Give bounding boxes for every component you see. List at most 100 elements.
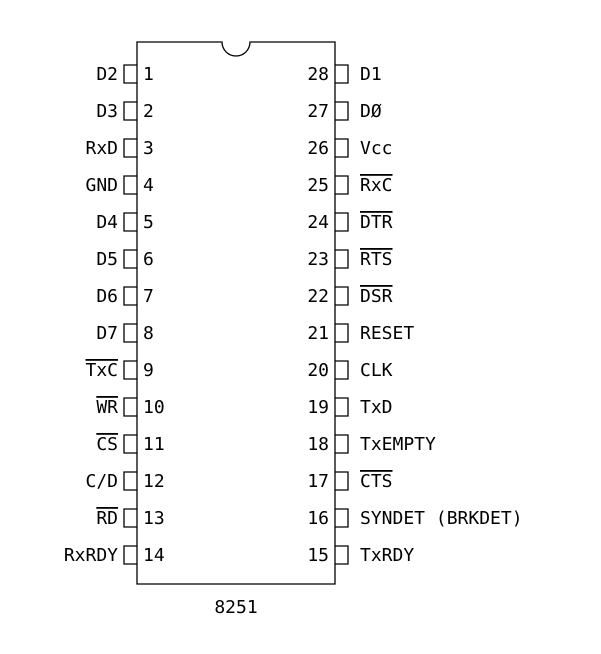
left-pin-10: 10 WR [96,397,164,418]
pin-number: 2 [143,101,154,122]
pin-number: 5 [143,212,154,233]
pin-stub [335,434,349,454]
pin-number: 15 [307,545,329,566]
pin-stub [123,175,137,195]
chip-body [136,41,336,585]
pin-number: 13 [143,508,165,529]
pin-name: D2 [96,64,118,85]
pin-number: 22 [307,286,329,307]
pin-number: 12 [143,471,165,492]
pin-name: RxRDY [64,545,118,566]
pin-name: GND [85,175,118,196]
pin-number: 4 [143,175,154,196]
left-pin-6: 6 D5 [96,249,154,270]
pin-stub [335,360,349,380]
pin-stub [123,545,137,565]
pin-number: 7 [143,286,154,307]
pin-name: D7 [96,323,118,344]
pin-number: 18 [307,434,329,455]
pin-name: TxEMPTY [360,434,436,455]
pin-stub [335,175,349,195]
pin-name: D4 [96,212,118,233]
pin-name: Vcc [360,138,393,159]
pin-stub [335,397,349,417]
pin-stub [123,138,137,158]
pin-stub [335,545,349,565]
left-pin-1: 1 D2 [96,64,154,85]
right-pin-28: 28 D1 [307,64,381,85]
part-number-label: 8251 [214,597,257,618]
pin-stub [123,101,137,121]
left-pin-4: 4 GND [85,175,153,196]
pin-number: 16 [307,508,329,529]
pin-number: 28 [307,64,329,85]
pin-name: D5 [96,249,118,270]
pin-stub [123,249,137,269]
pin-number: 20 [307,360,329,381]
pin-name: TxRDY [360,545,414,566]
pin-name: CTS [360,471,393,492]
pin-name: DSR [360,286,393,307]
pin-stub [123,323,137,343]
pin-number: 14 [143,545,165,566]
pin-stub [335,323,349,343]
pin-number: 11 [143,434,165,455]
pin-number: 21 [307,323,329,344]
pin-number: 27 [307,101,329,122]
right-pin-17: 17 CTS [307,471,392,492]
pin-name: CLK [360,360,393,381]
pin-stub [335,471,349,491]
left-pin-11: 11 CS [96,434,164,455]
pin-number: 10 [143,397,165,418]
right-pin-26: 26 Vcc [307,138,392,159]
pin-number: 24 [307,212,329,233]
pin-number: 19 [307,397,329,418]
pin-stub [123,397,137,417]
right-pin-18: 18 TxEMPTY [307,434,436,455]
pin-stub [123,64,137,84]
pin-number: 6 [143,249,154,270]
pin-name: CS [96,434,118,455]
pin-name: RD [96,508,118,529]
pin-name: TxD [360,397,393,418]
right-pin-20: 20 CLK [307,360,392,381]
pin-number: 3 [143,138,154,159]
left-pin-14: 14 RxRDY [64,545,165,566]
pin-number: 25 [307,175,329,196]
right-pin-22: 22 DSR [307,286,392,307]
pin-number: 26 [307,138,329,159]
pin-stub [123,471,137,491]
right-pin-16: 16 SYNDET (BRKDET) [307,508,522,529]
pin-number: 1 [143,64,154,85]
pin-name: D6 [96,286,118,307]
pin-name: RESET [360,323,414,344]
pin-name: WR [96,397,118,418]
pin-name: SYNDET (BRKDET) [360,508,523,529]
pin-stub [123,286,137,306]
right-pin-24: 24 DTR [307,212,392,233]
pin-name: C/D [85,471,118,492]
left-pin-8: 8D7 [96,323,154,344]
pin-name: TxC [85,360,118,381]
pin-stub [335,101,349,121]
pin-number: 23 [307,249,329,270]
right-pin-27: 27 DØ [307,101,382,122]
pin-stub [123,212,137,232]
pin-stub [123,434,137,454]
pin-stub [335,138,349,158]
left-pin-5: 5 D4 [96,212,154,233]
pin-name: D3 [96,101,118,122]
pin-stub [335,508,349,528]
pin-number: 17 [307,471,329,492]
left-pin-13: 13 RD [96,508,164,529]
right-pin-19: 19 TxD [307,397,392,418]
pin-name: D1 [360,64,382,85]
pin-name: DØ [360,101,382,122]
pin-name: DTR [360,212,393,233]
right-pin-15: 15 TxRDY [307,545,414,566]
right-pin-21: 21 RESET [307,323,414,344]
